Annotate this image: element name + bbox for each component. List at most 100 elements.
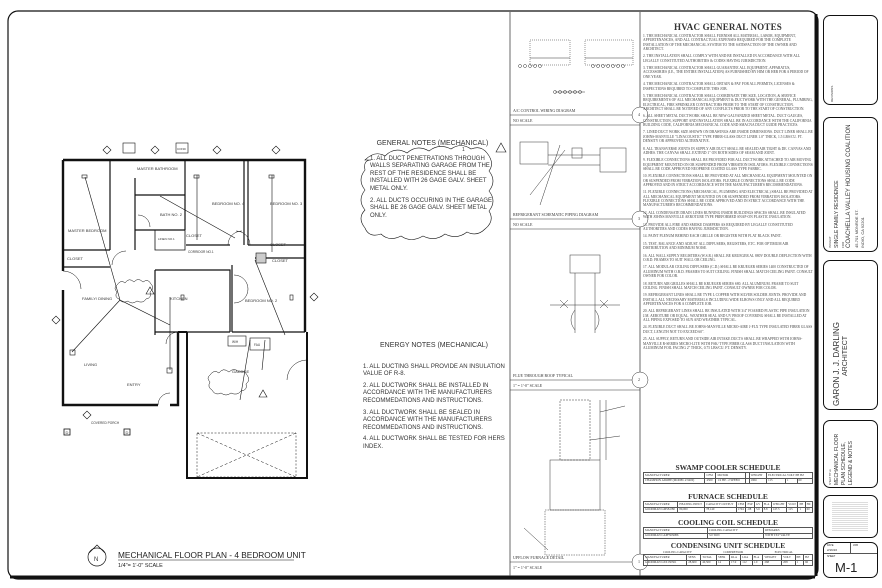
cell: GOODMAN CAPF3636B6: [643, 532, 708, 540]
divider: [824, 553, 877, 554]
hvac-note: 20. ALL REFRIGERANT LINES SHALL BE INSUL…: [643, 309, 810, 322]
header-cell: HZ: [804, 501, 814, 508]
architect-box: GARON J. J. DARLING ARCHITECT: [823, 260, 878, 410]
cell: 115: [786, 506, 799, 514]
schedule-title: SWAMP COOLER SCHEDULE: [675, 463, 781, 472]
revision-number: 1: [462, 147, 465, 153]
room-label: COVERED PORCH: [91, 421, 120, 425]
room-label: BEDROOM NO. 2: [245, 298, 278, 303]
cell: 3.0 TON: [706, 532, 765, 540]
ac-condenser: [175, 142, 189, 154]
header-cell: FLA: [761, 501, 772, 508]
terminal-icons: [518, 64, 625, 94]
hvac-note: 2. THE INSTALLATION SHALL COMPLY WITH AN…: [643, 54, 801, 63]
north-label: N: [94, 557, 98, 563]
hvac-notes-title: HVAC GENERAL NOTES: [674, 22, 782, 32]
return-grille: [255, 252, 267, 264]
hvac-note: 5. THE MECHANICAL CONTRACTOR SHALL COORD…: [643, 94, 813, 111]
cell: 1: [794, 559, 805, 567]
door-swing: [286, 359, 308, 381]
room-label: CLOSET: [186, 233, 203, 238]
exterior-wall: [63, 158, 307, 332]
detail-bubble: [631, 210, 649, 228]
room-label: CLOSET: [270, 242, 287, 247]
header-cell: CFM: [735, 501, 747, 508]
plan-title: MECHANICAL FLOOR PLAN - 4 BEDROOM UNIT: [118, 550, 306, 560]
detail-scale: 1" = 1'-0" SCALE: [513, 565, 543, 570]
sheet-number: M-1: [835, 560, 858, 575]
group-labels: COOLING CAPACITY COMPRESSOR ELECTRICAL: [643, 550, 813, 554]
cell: 14: [716, 559, 730, 567]
hvac-note: 3. THE MECHANICAL CONTRACTOR SHALL GUARA…: [643, 66, 809, 79]
cell: 112: [740, 559, 753, 567]
hvac-note: 7. LINED DUCT WORK SIZE SHOWN ON DRAWING…: [643, 130, 813, 144]
room-label: LINEN NO.1: [158, 237, 175, 241]
cell: .08: [745, 506, 755, 514]
room-label: CLOSET: [67, 256, 84, 261]
equipment-label: FAU: [254, 343, 261, 347]
group-label: ELECTRICAL: [774, 550, 793, 554]
architect-title: ARCHITECT: [842, 335, 849, 376]
general-notes-cloud: [360, 145, 494, 240]
hvac-note: 25. ALL SUPPLY, RETURN AND OUTSIDE AIR I…: [643, 337, 803, 350]
header-cell: WEIGHT: [748, 472, 768, 479]
linen-closet: [154, 229, 186, 251]
schedule-title: COOLING COIL SCHEDULE: [677, 518, 779, 527]
hvac-note: 10. FLEXIBLE CONNECTIONS SHALL BE PROVID…: [643, 174, 813, 187]
detail-bubble: [631, 371, 649, 389]
window-markers: [51, 145, 319, 420]
detail-caption: REFRIGERANT SCHEMATIC PIPING DIAGRAM: [513, 212, 599, 217]
detail-caption: A/C CONTROL WIRING DIAGRAM: [513, 108, 576, 113]
detail-number: 3: [638, 216, 640, 221]
cell: 60: [796, 477, 814, 485]
exterior-wall: [61, 160, 180, 407]
revision-triangle-icon: [145, 286, 268, 398]
interior-wall: [154, 160, 305, 335]
north-arrow-icon: [87, 547, 107, 567]
room-label: BEDROOM NO. 3: [270, 201, 303, 206]
door-swing: [233, 274, 249, 304]
cell: 5.6: [754, 506, 763, 514]
room-label: BEDROOM NO. 4: [212, 201, 245, 206]
hvac-note: 1. THE MECHANICAL CONTRACTOR SHALL FURNI…: [643, 34, 797, 51]
equipment-label: W/H: [232, 340, 239, 344]
detail-caption: UPFLOW FURNACE DETAIL: [513, 555, 565, 560]
energy-note: 3. ALL DUCTWORK SHALL BE SEALED IN ACCOR…: [363, 409, 492, 431]
sheet-title-box: SHEET TITLE MECHANICAL FLOOR PLAN SCHEDU…: [823, 420, 878, 488]
door-swing: [157, 392, 171, 406]
sheet-label: SHEET: [827, 555, 836, 558]
detail-caption: FLUE THROUGH ROOF TYPICAL: [513, 373, 573, 378]
cell: 40,500: [700, 559, 718, 567]
header-cell: ELECTRICAL VOLT PH HZ: [766, 472, 813, 479]
hvac-note: 13. PROVIDE ALL FIRE AND SMOKE DAMPERS A…: [643, 222, 793, 231]
room-label: MASTER BATHROOM: [137, 166, 178, 171]
door-swing: [165, 331, 179, 345]
hvac-note: 9. FLEXIBLE CONNECTIONS SHALL BE PROVIDE…: [643, 158, 813, 171]
cell: WITH TXV VALVE: [763, 532, 813, 540]
post-marker: [123, 428, 131, 436]
interior-wall: [63, 160, 186, 268]
hvac-note: 24. FLEXIBLE DUCT SHALL BE JOHNS-MANVILL…: [643, 325, 813, 334]
group-label: ELECTRICAL: [768, 472, 787, 477]
header-cell: VOLT: [787, 472, 795, 477]
revision-cloud: [207, 369, 249, 396]
room-label: MASTER BEDROOM: [68, 228, 106, 233]
energy-notes-title: ENERGY NOTES (MECHANICAL): [380, 342, 488, 349]
divider: [850, 543, 851, 553]
group-label: COOLING CAPACITY: [663, 550, 692, 554]
hvac-note: 18. RETURN AIR GRILLES SHALL BE KRUEGER …: [643, 281, 799, 290]
revision-triangle-icon: [495, 142, 507, 153]
project-label: PROJECT: [829, 236, 832, 248]
cell: 190#: [748, 477, 768, 485]
energy-note: 1. ALL DUCTING SHALL PROVIDE AN INSULATI…: [363, 363, 505, 378]
header-cell: CAPACITY OUTPUT: [704, 501, 737, 508]
room-label: CORRIDOR NO.1: [188, 250, 214, 254]
cell: 80,000: [677, 506, 706, 514]
